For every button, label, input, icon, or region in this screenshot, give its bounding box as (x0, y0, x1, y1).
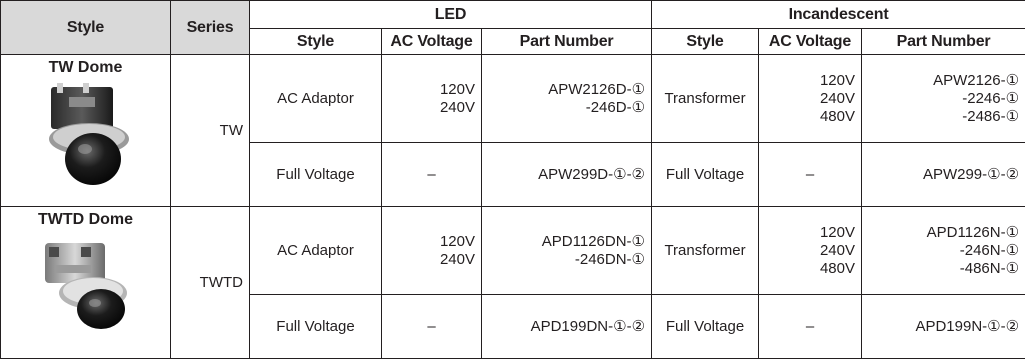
cell-line: -246N-① (959, 241, 1020, 259)
led-part-cell: APW2126D-①-246D-① (480, 54, 653, 143)
cell-line: 120V (819, 71, 856, 89)
led-part-cell: APD199DN-①-② (480, 294, 653, 359)
cell-line: – (805, 166, 815, 183)
inc-part-cell: APW299-①-② (861, 142, 1025, 207)
led-style-cell: AC Adaptor (249, 54, 382, 143)
table-row: Full Voltage – APD199DN-①-② Full Voltage – AP… (1, 294, 1025, 359)
header-row-2: Style AC Voltage Part Number Style AC Vo… (1, 28, 1025, 55)
header-led-voltage: AC Voltage (381, 28, 482, 55)
product-name: TWTD Dome (37, 211, 134, 228)
series-cell: TW (170, 54, 250, 207)
cell-line: -2486-① (962, 107, 1020, 125)
inc-part-cell: APD199N-①-② (861, 294, 1025, 359)
tw-dome-product-photo (48, 83, 129, 185)
cell-line: 480V (819, 259, 856, 277)
header-incandescent: Incandescent (651, 0, 1025, 29)
header-led: LED (248, 0, 653, 29)
cell-line: -246D-① (585, 98, 646, 116)
inc-style-cell: Transformer (651, 206, 760, 295)
inc-style-cell: Transformer (651, 54, 760, 143)
cell-line: APD1126DN-① (541, 232, 646, 250)
product-cell: TWTD Dome (0, 206, 171, 359)
cell-line: APW2126D-① (548, 80, 646, 98)
cell-line: 240V (439, 98, 475, 116)
header-inc-style: Style (651, 28, 760, 55)
inc-style-cell: Full Voltage (651, 294, 760, 359)
cell-line: -2246-① (962, 89, 1020, 107)
led-style-cell: Full Voltage (249, 294, 382, 359)
cell-line: -246DN-① (574, 250, 646, 268)
inc-part-cell: APD1126N-①-246N-①-486N-① (861, 206, 1025, 295)
cell-line: – (805, 318, 815, 335)
header-led-part: Part Number (480, 28, 653, 55)
cell-line: 120V (819, 223, 856, 241)
led-voltage-cell: – (381, 142, 482, 207)
cell-line: 240V (439, 250, 475, 268)
cell-line: 480V (819, 107, 856, 125)
product-cell: TW Dome (0, 54, 171, 207)
cell-line: 240V (819, 89, 856, 107)
table-row: Full Voltage – APW299D-①-② Full Voltage – APW… (1, 142, 1025, 207)
led-part-cell: APD1126DN-①-246DN-① (480, 206, 653, 295)
series-cell: TWTD (170, 206, 250, 359)
cell-line: APW299-①-② (922, 165, 1020, 183)
header-series: Series (170, 0, 250, 55)
inc-part-cell: APW2126-①-2246-①-2486-① (861, 54, 1025, 143)
led-voltage-cell: – (381, 294, 482, 359)
header-inc-voltage: AC Voltage (758, 28, 863, 55)
cell-line: – (427, 318, 436, 335)
led-part-cell: APW299D-①-② (480, 142, 653, 207)
inc-voltage-cell: – (758, 142, 863, 207)
inc-style-cell: Full Voltage (651, 142, 760, 207)
led-style-cell: AC Adaptor (249, 206, 382, 295)
cell-line: APD199DN-①-② (530, 317, 646, 335)
header-led-style: Style (249, 28, 382, 55)
cell-line: 120V (439, 232, 475, 250)
cell-line: APD1126N-① (926, 223, 1020, 241)
header-inc-part: Part Number (861, 28, 1025, 55)
cell-line: APD199N-①-② (915, 317, 1020, 335)
twtd-dome-product-photo (44, 243, 127, 329)
cell-line: APW2126-① (933, 71, 1020, 89)
cell-line: -486N-① (959, 259, 1020, 277)
cell-line: – (427, 166, 436, 183)
inc-voltage-cell: – (758, 294, 863, 359)
product-name: TW Dome (48, 59, 123, 76)
led-style-cell: Full Voltage (249, 142, 382, 207)
header-style: Style (0, 0, 171, 55)
cell-line: APW299D-①-② (538, 165, 646, 183)
header-row-1: Style Series LED Incandescent (0, 0, 1025, 55)
cell-line: 240V (819, 241, 856, 259)
cell-line: 120V (439, 80, 475, 98)
